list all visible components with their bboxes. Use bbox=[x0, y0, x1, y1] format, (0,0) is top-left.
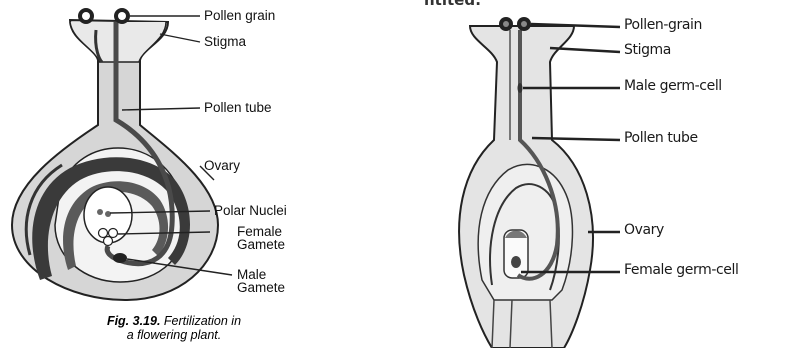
right-leader-stigma bbox=[550, 48, 620, 52]
label-right-pollen-grain: Pollen-grain bbox=[624, 18, 702, 33]
right-female-germ-cell bbox=[511, 256, 521, 268]
figure-caption: Fig. 3.19. Fertilization in a flowering … bbox=[44, 315, 304, 343]
label-female-gamete-line2: Gamete bbox=[237, 238, 285, 252]
label-right-female-germ-cell: Female germ-cell bbox=[624, 263, 738, 278]
label-right-ovary: Ovary bbox=[624, 223, 664, 238]
caption-line1: Fertilization in bbox=[164, 314, 241, 328]
left-female-gamete-cell-2 bbox=[109, 229, 118, 238]
caption-line2: a flowering plant. bbox=[44, 329, 304, 343]
left-pollen-grain-2 bbox=[114, 8, 130, 24]
left-pollen-grain-1 bbox=[78, 8, 94, 24]
left-leader-stigma bbox=[160, 34, 200, 42]
left-fertilization-diagram: Pollen grain Stigma Pollen tube Ovary Po… bbox=[0, 0, 380, 348]
label-right-pollen-tube: Pollen tube bbox=[624, 131, 698, 146]
caption-fig-number: Fig. 3.19. bbox=[107, 314, 161, 328]
right-fertilization-diagram: ntited: bbox=[412, 0, 787, 348]
right-pollen-grain-2 bbox=[517, 17, 531, 31]
left-polar-nucleus-1 bbox=[97, 209, 103, 215]
label-stigma: Stigma bbox=[204, 35, 246, 49]
label-right-male-germ-cell: Male germ-cell bbox=[624, 79, 722, 94]
label-male-gamete-line2: Gamete bbox=[237, 281, 285, 295]
label-right-stigma: Stigma bbox=[624, 43, 671, 58]
label-ovary: Ovary bbox=[204, 159, 240, 173]
right-male-germ-cell bbox=[518, 83, 523, 93]
right-pollen-grain-1 bbox=[499, 17, 513, 31]
left-flower-illustration bbox=[0, 0, 380, 348]
right-flower-illustration bbox=[412, 0, 787, 348]
left-female-gamete-cell-3 bbox=[104, 237, 113, 246]
label-pollen-tube: Pollen tube bbox=[204, 101, 272, 115]
label-pollen-grain: Pollen grain bbox=[204, 9, 275, 23]
left-polar-nucleus-2 bbox=[105, 211, 111, 217]
label-polar-nuclei: Polar Nuclei bbox=[214, 204, 287, 218]
left-female-gamete-cell-1 bbox=[99, 229, 108, 238]
left-male-gamete bbox=[113, 253, 127, 263]
